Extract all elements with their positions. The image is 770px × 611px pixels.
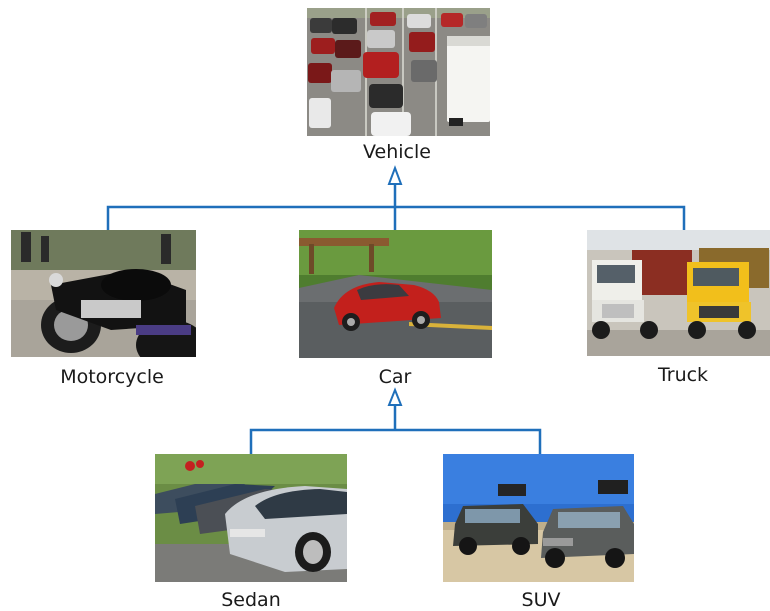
arrowhead-vehicle (387, 165, 403, 185)
parked-sedans-photo (155, 454, 347, 582)
connector-sedan-car (249, 428, 395, 454)
truck-label: Truck (657, 364, 709, 386)
motorcycles-photo (11, 230, 196, 357)
suvs-desert-photo (443, 454, 634, 582)
car-label: Car (378, 366, 412, 388)
connector-motorcycle-vehicle (106, 205, 395, 230)
highway-traffic-photo (307, 8, 490, 136)
suv-label: SUV (521, 589, 561, 611)
sedan-label: Sedan (221, 589, 281, 611)
arrowhead-car (387, 387, 403, 406)
vehicle-label: Vehicle (363, 141, 431, 163)
connector-suv-car (395, 428, 542, 454)
red-car-photo (299, 230, 492, 358)
dump-trucks-photo (587, 230, 770, 356)
connector-truck-vehicle (395, 205, 686, 230)
motorcycle-label: Motorcycle (60, 366, 164, 388)
